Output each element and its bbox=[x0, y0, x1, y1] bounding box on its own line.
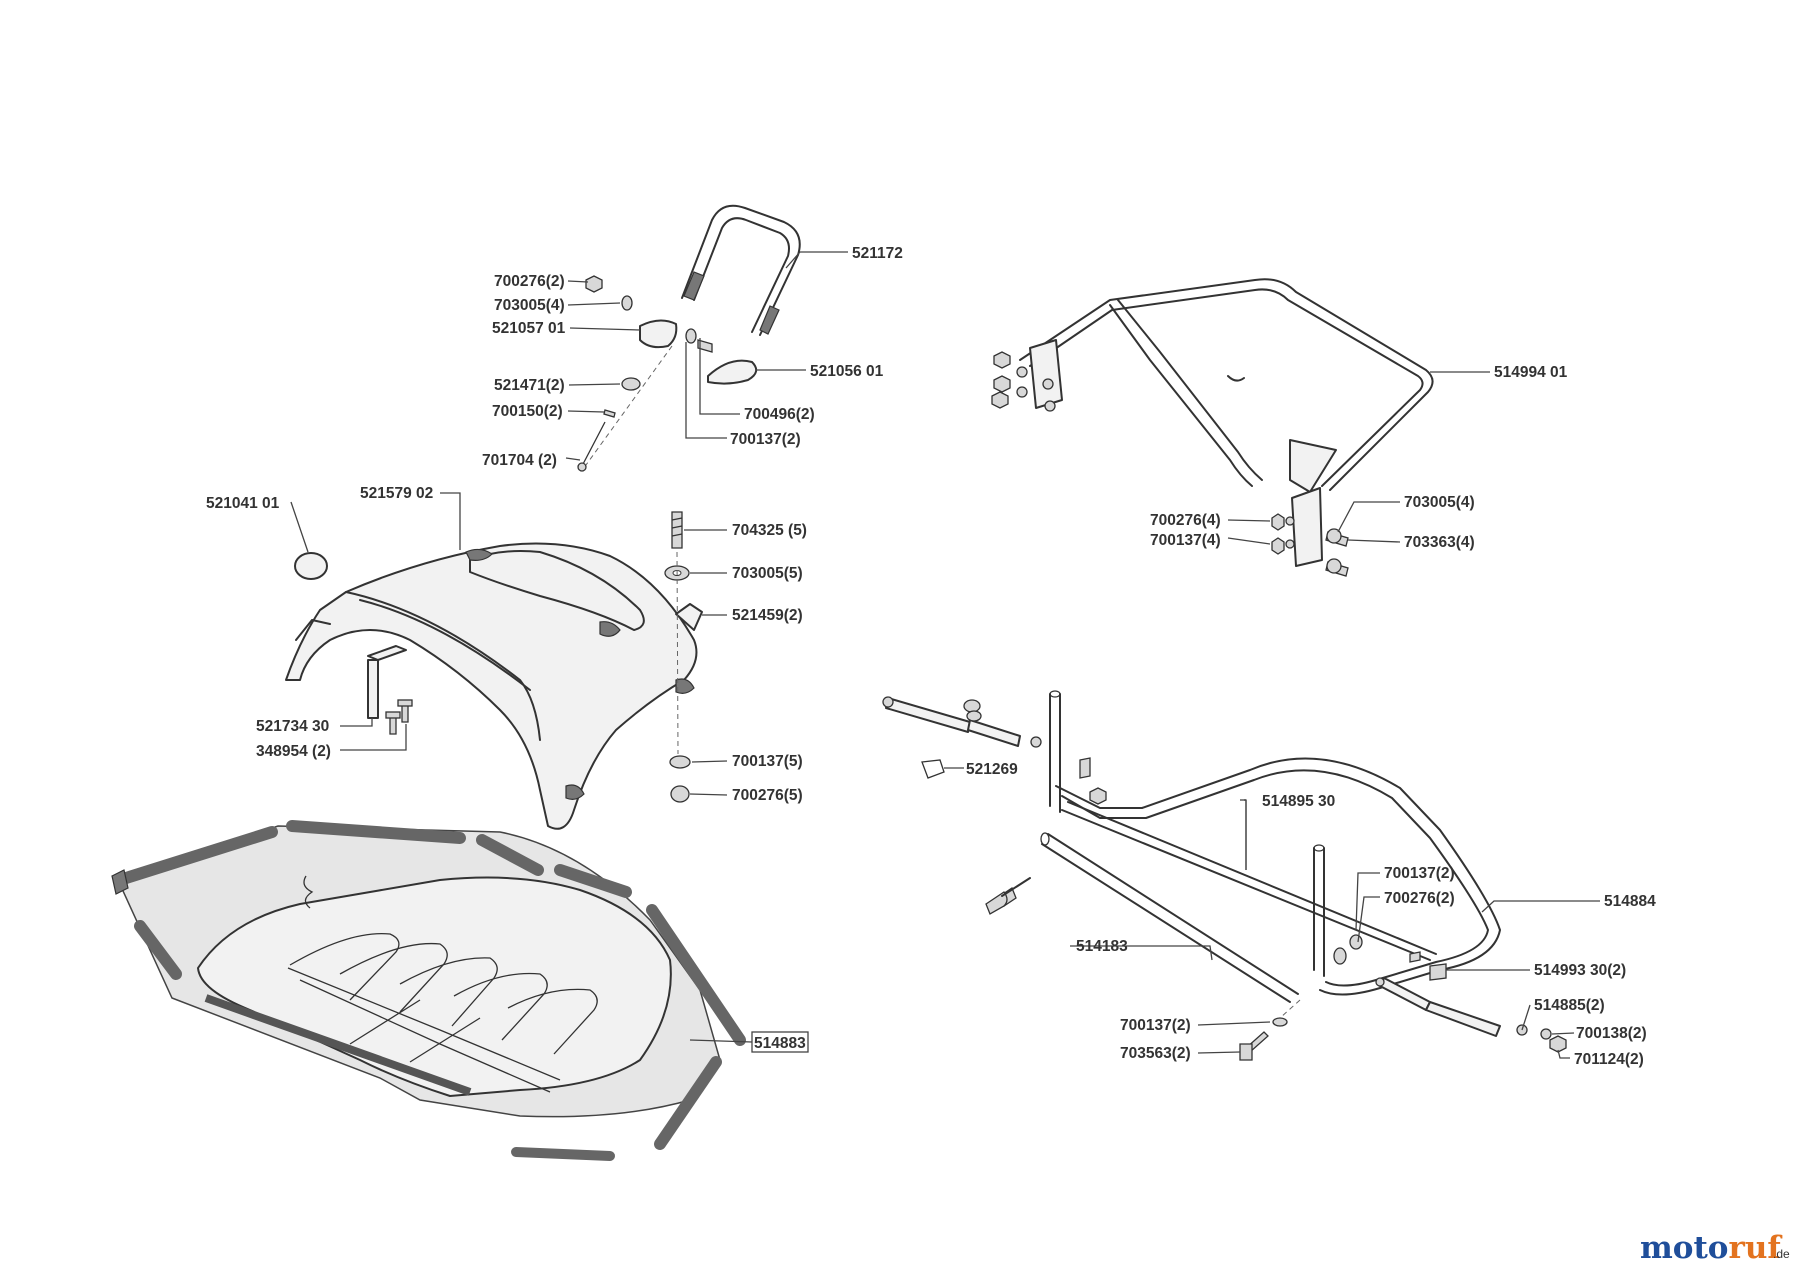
label-700138-2: 700138(2) bbox=[1576, 1025, 1647, 1042]
hardware-frame-right bbox=[1271, 513, 1349, 577]
label-521041-01: 521041 01 bbox=[206, 495, 280, 512]
label-704325-5: 704325 (5) bbox=[732, 522, 807, 539]
label-700137-4: 700137(4) bbox=[1150, 532, 1221, 549]
label-703005-4-right: 703005(4) bbox=[1404, 494, 1475, 511]
cap-part-521041 bbox=[294, 552, 328, 580]
brand-part-a: moto bbox=[1640, 1230, 1728, 1266]
rod-part-514183 bbox=[1040, 832, 1299, 1003]
label-703363-4: 703363(4) bbox=[1404, 534, 1475, 551]
frame-part-514994 bbox=[1019, 278, 1434, 567]
grass-bag-part-514883 bbox=[111, 820, 746, 1161]
label-700137-2-bot: 700137(2) bbox=[1120, 1017, 1191, 1034]
label-700276-4: 700276(4) bbox=[1150, 512, 1221, 529]
label-700276-2-top: 700276(2) bbox=[494, 273, 565, 290]
bracket-part-521057 bbox=[639, 319, 678, 349]
label-521056-01: 521056 01 bbox=[810, 363, 884, 380]
brand-part-b: ruf bbox=[1728, 1230, 1782, 1266]
label-700276-2-mid: 700276(2) bbox=[1384, 890, 1455, 907]
label-514993-30-2: 514993 30(2) bbox=[1534, 962, 1626, 979]
label-514885-2: 514885(2) bbox=[1534, 997, 1605, 1014]
label-703005-5: 703005(5) bbox=[732, 565, 803, 582]
label-700496-2: 700496(2) bbox=[744, 406, 815, 423]
label-521459-2: 521459(2) bbox=[732, 607, 803, 624]
label-514994-01: 514994 01 bbox=[1494, 364, 1568, 381]
part-labels: 521172 700276(2) 703005(4) 521057 01 521… bbox=[206, 245, 1656, 1068]
gas-strut-part-514885 bbox=[1375, 977, 1528, 1037]
label-521269: 521269 bbox=[966, 761, 1018, 778]
bracket-part-521056 bbox=[707, 359, 758, 385]
label-348954-2: 348954 (2) bbox=[256, 743, 331, 760]
brand-suffix: .de bbox=[1773, 1247, 1790, 1261]
handle-part-521172 bbox=[681, 204, 801, 336]
label-521579-02: 521579 02 bbox=[360, 485, 433, 502]
cover-part-521579 bbox=[285, 542, 698, 830]
hardware-frame-left bbox=[991, 351, 1056, 412]
screws-part-348954 bbox=[385, 699, 413, 735]
label-701704-2: 701704 (2) bbox=[482, 452, 557, 469]
lower-frame-hardware bbox=[985, 757, 1567, 1061]
label-514183: 514183 bbox=[1076, 938, 1128, 955]
label-521734-30: 521734 30 bbox=[256, 718, 329, 735]
label-700137-2-mid: 700137(2) bbox=[1384, 865, 1455, 882]
label-514895-30: 514895 30 bbox=[1262, 793, 1335, 810]
label-703563-2: 703563(2) bbox=[1120, 1045, 1191, 1062]
small-hardware-top bbox=[577, 275, 713, 472]
rod-part-514895 bbox=[1061, 801, 1437, 961]
label-521057-01: 521057 01 bbox=[492, 320, 566, 337]
label-700150-2: 700150(2) bbox=[492, 403, 563, 420]
label-700276-5: 700276(5) bbox=[732, 787, 803, 804]
label-521172: 521172 bbox=[852, 245, 903, 262]
leader-lines bbox=[290, 251, 1600, 1059]
label-703005-4-top: 703005(4) bbox=[494, 297, 565, 314]
label-521471-2: 521471(2) bbox=[494, 377, 565, 394]
label-701124-2: 701124(2) bbox=[1574, 1051, 1644, 1068]
cover-hardware-stack bbox=[664, 511, 703, 803]
bracket-part-521734 bbox=[367, 645, 407, 719]
label-700137-5: 700137(5) bbox=[732, 753, 803, 770]
svg-text:motoruf: motoruf bbox=[1640, 1230, 1782, 1266]
label-514883: 514883 bbox=[754, 1035, 806, 1052]
gas-strut-part-521269 bbox=[882, 696, 1042, 779]
label-700137-2-top: 700137(2) bbox=[730, 431, 801, 448]
watermark-logo: motoruf .de bbox=[1640, 1230, 1790, 1266]
label-514884: 514884 bbox=[1604, 893, 1656, 910]
